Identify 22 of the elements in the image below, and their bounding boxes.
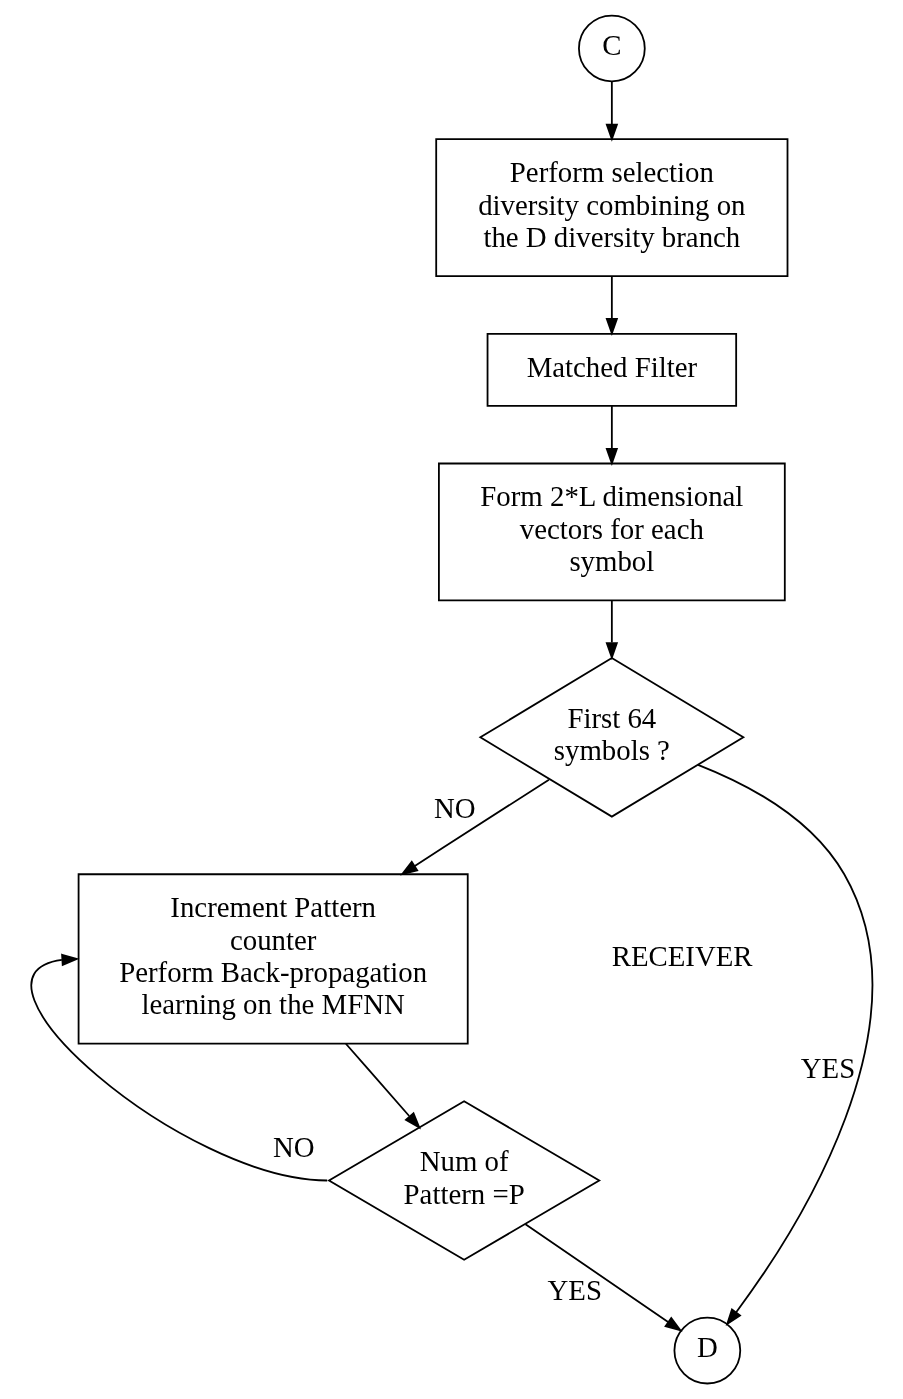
label: RECEIVER [611,939,753,972]
node-box: Form 2*L dimensional vectors for each symbol [437,462,786,602]
edge-label: YES [800,1051,855,1084]
edge-label: YES [547,1274,602,1307]
edge-label: NO [433,791,476,824]
node-box: Matched Filter [486,332,737,407]
arrow [30,953,328,1182]
arrow [605,80,618,142]
arrow [399,778,550,876]
node-diamond: First 64 symbols ? [478,657,745,818]
edge-label: NO [272,1131,315,1164]
node-box: Increment Pattern counter Perform Back-propagation learning on the MFNN [77,873,469,1045]
node-circle: C [577,14,646,83]
arrow [696,763,873,1327]
arrow [605,405,618,466]
node-diamond: Num of Pattern =P [326,1100,601,1261]
arrow [605,275,618,337]
arrow [605,600,618,661]
node-circle: D [673,1316,741,1385]
arrow [344,1042,421,1130]
node-box: Perform selection diversity combining on the D diversity branch [434,138,788,278]
arrow [524,1223,683,1332]
